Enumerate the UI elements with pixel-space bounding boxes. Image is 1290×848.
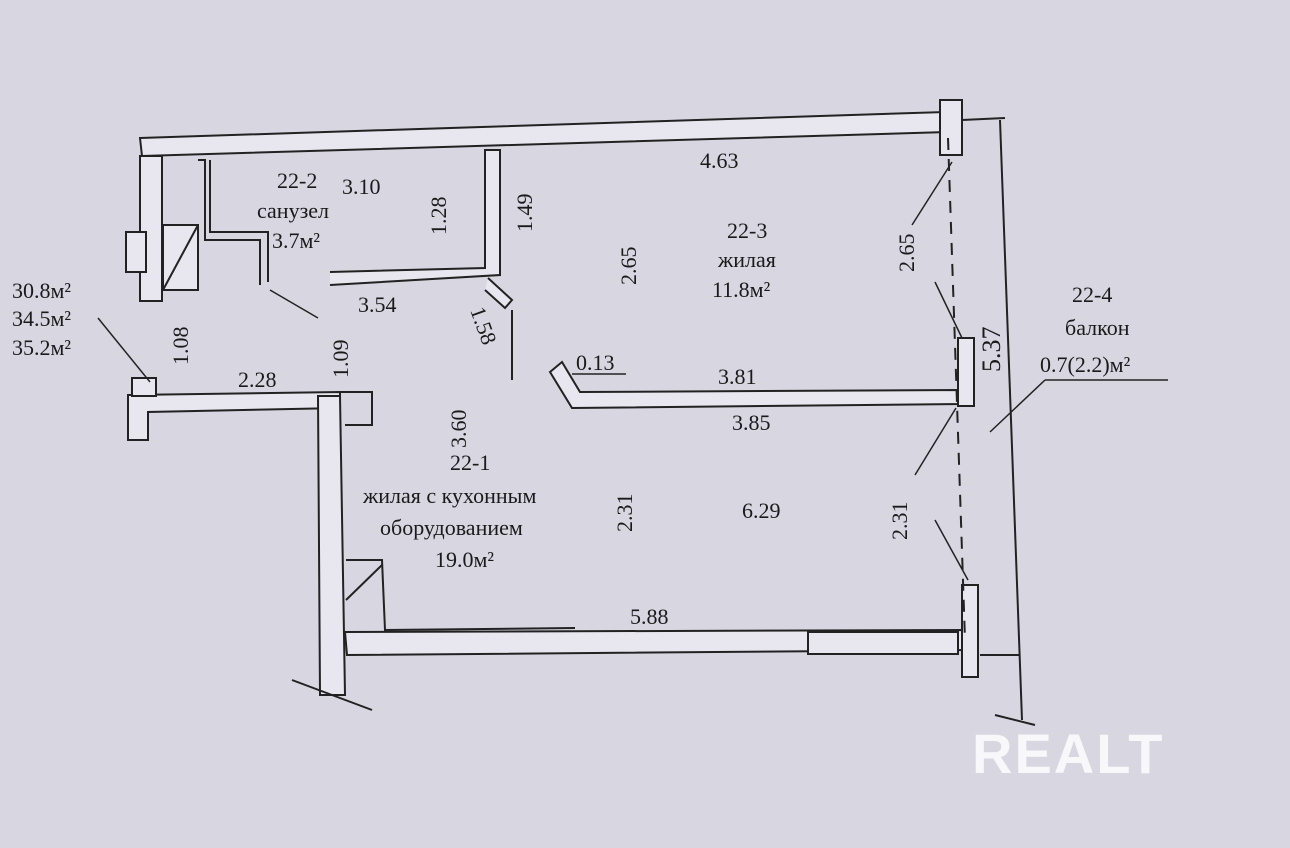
top-wall	[138, 110, 949, 158]
bedroom-area: 11.8м²	[712, 277, 771, 302]
top-right-column	[939, 99, 963, 156]
bedroom-number: 22-3	[727, 218, 767, 243]
bath-inner-wall	[198, 159, 261, 285]
kitchen-name-2: оборудованием	[380, 515, 523, 540]
dim-left-depth: 1.08	[168, 327, 193, 366]
hall-stub	[484, 277, 514, 310]
dim-window-upper: 2.65	[894, 234, 919, 273]
left-upper-wall	[139, 155, 163, 302]
bath-partition	[329, 149, 501, 286]
bathroom-area: 3.7м²	[272, 228, 320, 253]
left-mid-wall	[127, 390, 341, 441]
dim-duct-depth: 1.49	[512, 194, 537, 233]
bathroom-number: 22-2	[277, 168, 317, 193]
dim-kitchen-depth: 2.31	[612, 494, 637, 533]
dim-partition-bottom: 3.85	[732, 410, 771, 435]
dim-hall-depth: 1.58	[465, 303, 502, 348]
dim-kitchen-depth-left: 3.60	[446, 410, 471, 449]
bedroom-name: жилая	[717, 247, 776, 272]
kitchen-area: 19.0м²	[435, 547, 494, 572]
bath-notch	[125, 231, 147, 273]
realt-watermark: REALT	[972, 722, 1165, 785]
dim-bath-depth: 1.28	[426, 197, 451, 236]
balcony-number: 22-4	[1072, 282, 1112, 307]
dim-kitchen-width: 6.29	[742, 498, 781, 523]
dim-partition-gap: 0.13	[576, 350, 615, 375]
leader-lines	[97, 161, 1168, 581]
total-area-1: 30.8м²	[12, 278, 71, 303]
right-column-mid	[957, 337, 975, 407]
window-sill	[807, 631, 959, 655]
dim-hall-width: 3.54	[358, 292, 397, 317]
total-area-3: 35.2м²	[12, 335, 71, 360]
left-column	[131, 377, 157, 397]
kitchen-name-1: жилая с кухонным	[362, 483, 536, 508]
dim-wall-right: 5.37	[977, 327, 1006, 373]
dim-bedroom-depth: 2.65	[616, 247, 641, 286]
kitchen-number: 22-1	[450, 450, 490, 475]
dim-bath-width: 3.10	[342, 174, 381, 199]
right-column-low	[961, 584, 979, 678]
walls	[125, 99, 1036, 726]
kitchen-left-wall	[316, 395, 347, 696]
balcony-name: балкон	[1065, 315, 1130, 340]
dim-kitchen-bottom: 5.88	[630, 604, 669, 629]
dim-window-lower: 2.31	[887, 502, 912, 541]
bathroom-name: санузел	[257, 198, 329, 223]
dim-left-width: 2.28	[238, 367, 277, 392]
total-area-2: 34.5м²	[12, 306, 71, 331]
dim-bath-door: 1.09	[328, 340, 353, 379]
balcony-area: 0.7(2.2)м²	[1040, 352, 1131, 377]
dim-partition-top: 3.81	[718, 364, 757, 389]
dim-bedroom-top: 4.63	[700, 148, 739, 173]
